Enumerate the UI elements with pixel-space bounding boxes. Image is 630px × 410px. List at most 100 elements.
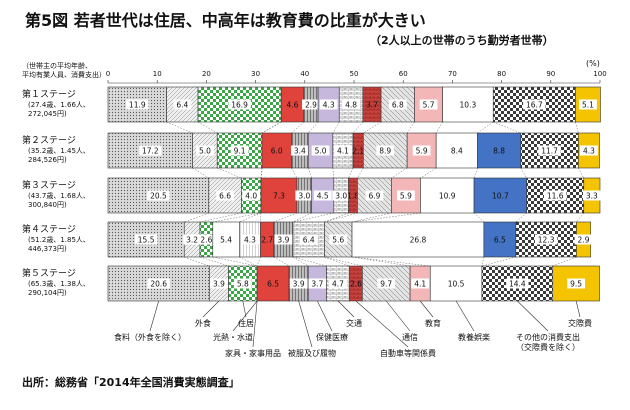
- legend-label: 食料（外食を除く）: [114, 332, 186, 342]
- row-detail: (35.2歳、1.45人、: [28, 146, 90, 155]
- data-label: 5.6: [332, 236, 344, 245]
- data-label: 3.4: [294, 147, 306, 156]
- bar-segment: [256, 265, 290, 302]
- legend-label: 家具・家事用品: [225, 348, 281, 358]
- legend-label: 通信: [402, 332, 418, 342]
- row-label: 第４ステージ: [22, 223, 76, 235]
- label-backdrop: [147, 190, 170, 201]
- label-backdrop: [544, 190, 567, 201]
- connector-line: [199, 212, 242, 223]
- x-tick-label: 100: [593, 70, 606, 78]
- label-backdrop: [538, 145, 561, 156]
- data-label: 11.9: [129, 101, 146, 110]
- label-backdrop: [311, 145, 330, 156]
- connector-line: [552, 256, 577, 267]
- legend-leader-line: [337, 300, 355, 318]
- label-backdrop: [230, 145, 249, 156]
- unit-label: (%): [586, 59, 600, 68]
- x-tick-label: 40: [300, 70, 309, 78]
- connector-line: [184, 256, 210, 267]
- data-label: 2.1: [352, 147, 364, 156]
- label-backdrop: [534, 234, 558, 245]
- row-label: 第１ステージ: [22, 88, 76, 100]
- connector-line: [435, 121, 443, 134]
- connector-line: [324, 212, 358, 223]
- connector-line: [273, 212, 298, 223]
- label-backdrop: [332, 190, 351, 201]
- data-label: 4.3: [323, 101, 335, 110]
- data-label: 4.6: [287, 101, 299, 110]
- row-labels: 第１ステージ(27.4歳、1.66人、272,045円)第２ステージ(35.2歳…: [22, 88, 90, 297]
- label-backdrop: [365, 190, 384, 201]
- label-backdrop: [582, 190, 601, 201]
- connector-line: [357, 167, 364, 179]
- connector-line: [576, 212, 584, 223]
- data-label: 3.7: [366, 101, 378, 110]
- connector-line: [332, 121, 340, 134]
- connector-line: [273, 256, 290, 267]
- connector-line: [324, 256, 363, 267]
- label-backdrop: [444, 278, 468, 289]
- label-backdrop: [228, 99, 251, 110]
- label-backdrop: [342, 99, 360, 110]
- data-label: 2.7: [261, 236, 273, 245]
- connector-line: [473, 167, 478, 179]
- data-label: 12.3: [538, 236, 555, 245]
- legend-label: 教養娯楽: [458, 332, 490, 342]
- connector-line: [351, 212, 421, 223]
- legend-leader-line: [419, 300, 434, 318]
- legend-label: 住居: [238, 318, 254, 328]
- connector-line: [481, 256, 516, 267]
- data-label: 10.5: [448, 280, 465, 289]
- data-label: 9.1: [234, 147, 246, 156]
- connector-line: [239, 212, 262, 223]
- data-label: 3.9: [293, 280, 305, 289]
- row-label: 第２ステージ: [22, 134, 76, 146]
- bar-segment: [483, 221, 517, 258]
- connector-line: [291, 167, 298, 179]
- label-backdrop: [295, 190, 314, 201]
- connector-line: [406, 121, 415, 134]
- legend-label: 保健医療: [316, 332, 348, 342]
- legend-leader-line: [242, 300, 247, 318]
- data-label: 6.6: [219, 192, 231, 201]
- connector-line: [212, 256, 258, 267]
- label-backdrop: [147, 278, 170, 289]
- legend-leader-line: [385, 300, 411, 332]
- label-backdrop: [217, 234, 235, 245]
- legend-leader-line: [298, 300, 313, 348]
- connector-line: [261, 121, 282, 134]
- label-backdrop: [196, 145, 214, 156]
- legend-leader-line: [355, 300, 409, 348]
- connector-line: [515, 212, 527, 223]
- legend-label: 自動車等関係費: [380, 348, 436, 358]
- connector-line: [260, 167, 263, 179]
- data-label: 6.4: [303, 236, 315, 245]
- data-label: 3.3: [586, 192, 598, 201]
- label-backdrop: [233, 278, 252, 289]
- connector-line: [184, 212, 209, 223]
- data-label: 7.3: [273, 192, 285, 201]
- legend-label: 光熱・水道: [213, 332, 253, 342]
- legend-label: その他の消費支出: [516, 332, 580, 342]
- legend-label: 交際費: [568, 318, 592, 328]
- legend-label: 外食: [195, 318, 211, 328]
- data-label: 10.7: [492, 192, 509, 201]
- data-label: 5.8: [237, 280, 249, 289]
- connector-line: [292, 212, 312, 223]
- label-backdrop: [242, 190, 261, 201]
- row-detail: (27.4歳、1.66人、: [28, 100, 90, 109]
- label-backdrop: [210, 278, 228, 289]
- label-backdrop: [397, 190, 415, 201]
- connector-line: [352, 121, 364, 134]
- connector-line: [575, 121, 579, 134]
- data-label: 26.8: [410, 236, 427, 245]
- label-backdrop: [406, 234, 430, 245]
- connector-line: [291, 121, 304, 134]
- row-label: 第３ステージ: [22, 179, 76, 191]
- x-tick-label: 30: [251, 70, 260, 78]
- label-backdrop: [376, 145, 395, 156]
